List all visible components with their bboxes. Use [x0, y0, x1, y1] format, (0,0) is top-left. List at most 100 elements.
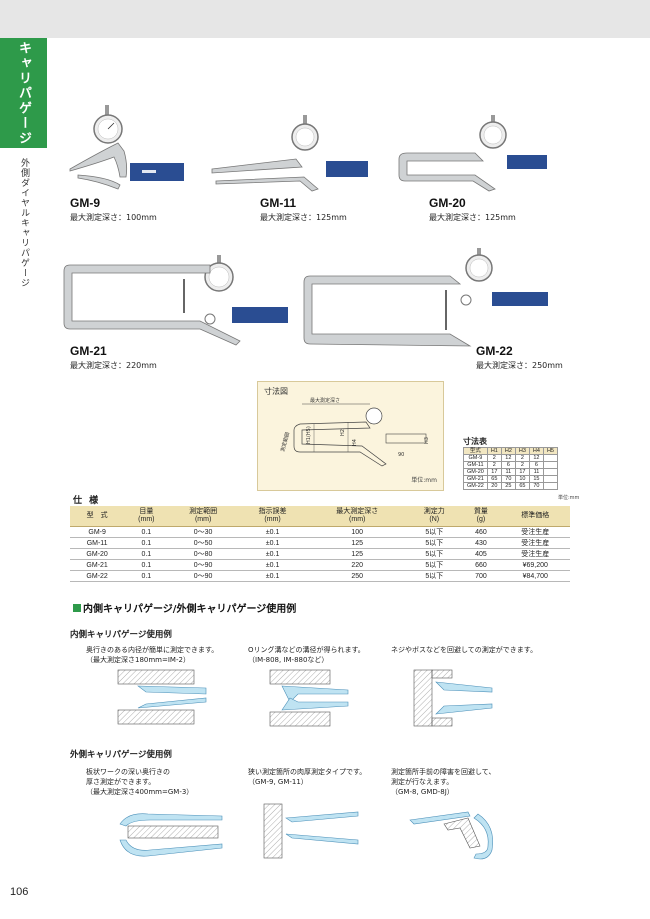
size-col-header: 型式 — [463, 447, 488, 455]
table-cell: ±0.1 — [237, 526, 308, 538]
product-model: GM-9 — [70, 196, 100, 210]
table-cell: 65 — [514, 482, 530, 490]
dimension-figure: 寸法図 最大測定深さ H1(H5) H2 H4 H3 90 測定範囲 単位:mm — [257, 381, 444, 491]
table-cell: 11 — [528, 468, 544, 476]
product-depth: 最大測定深さ：250mm — [476, 361, 563, 370]
dimension-figure-title: 寸法図 — [264, 387, 288, 396]
header-line2: (mm) — [349, 516, 366, 523]
table-cell: ±0.1 — [237, 559, 308, 571]
product-model: GM-11 — [260, 196, 297, 210]
spec-col-error: 指示誤差(mm) — [237, 506, 308, 527]
spec-col-mass: 質量(g) — [461, 506, 501, 527]
dimension-drawing: 最大測定深さ H1(H5) H2 H4 H3 90 測定範囲 — [279, 397, 430, 467]
product-model: GM-22 — [476, 344, 513, 358]
table-cell: 0〜90 — [168, 570, 238, 582]
inner-usage-illustration-2 — [269, 669, 349, 727]
table-cell: GM-20 — [463, 468, 488, 476]
outer-usage-illustration-3 — [409, 811, 493, 860]
table-cell: GM-11 — [463, 461, 488, 469]
table-cell: 460 — [461, 526, 501, 538]
spec-col-force: 測定力(N) — [407, 506, 462, 527]
table-cell: GM-9 — [70, 526, 125, 538]
product-model: GM-20 — [429, 196, 466, 210]
table-cell: 6 — [500, 461, 516, 469]
table-cell: GM-22 — [70, 570, 125, 582]
inner-usage-illustration-3 — [413, 669, 493, 727]
table-cell — [542, 461, 558, 469]
inner-usage-heading: 内側キャリパゲージ使用例 — [70, 630, 172, 640]
top-band — [0, 0, 650, 38]
spec-table: 型 式 目量(mm) 測定範囲(mm) 指示誤差(mm) 最大測定深さ(mm) … — [70, 506, 570, 582]
header-line1: 指示誤差 — [258, 508, 287, 515]
outer-usage-caption-2: 狭い測定箇所の肉厚測定タイプです。 （GM-9, GM-11） — [248, 768, 367, 786]
category-tab[interactable]: キャリパゲージ — [0, 38, 47, 148]
product-gm21: GM-21 最大測定深さ：220mm — [70, 344, 157, 371]
header-line1: 測定範囲 — [189, 508, 218, 515]
table-cell: GM-20 — [70, 548, 125, 560]
table-cell: 0〜80 — [168, 548, 238, 560]
table-cell — [542, 482, 558, 490]
table-cell: 0.1 — [124, 548, 169, 560]
table-cell — [542, 454, 558, 462]
table-cell: 2 — [486, 461, 502, 469]
table-cell: GM-11 — [70, 537, 125, 549]
size-table-unit: 単位:mm — [558, 495, 580, 501]
table-cell: 70 — [528, 482, 544, 490]
label-h2: H2 — [340, 429, 346, 436]
table-cell: 6 — [528, 461, 544, 469]
product-depth: 最大測定深さ：100mm — [70, 213, 157, 222]
table-cell: 受注生産 — [500, 526, 570, 538]
inner-usage-caption-2: Oリング溝などの溝径が得られます。 （IM-808, IM-880など） — [248, 646, 365, 664]
size-col-header: H3 — [514, 447, 530, 455]
table-cell: 17 — [514, 468, 530, 476]
spec-title: 仕 様 — [73, 496, 101, 506]
spec-col-range: 測定範囲(mm) — [168, 506, 238, 527]
table-cell: 0〜90 — [168, 559, 238, 571]
label-90: 90 — [398, 452, 404, 458]
spec-col-graduation: 目量(mm) — [124, 506, 169, 527]
size-table-title: 寸法表 — [463, 437, 487, 446]
inner-usage-caption-1: 奥行きのある内径が簡単に測定できます。 （最大測定深さ180mm=IM-2） — [86, 646, 219, 664]
table-cell: 5以下 — [407, 559, 462, 571]
gm20-gauge-image — [398, 115, 547, 192]
table-cell: 15 — [528, 475, 544, 483]
outer-usage-heading: 外側キャリパゲージ使用例 — [70, 750, 172, 760]
table-cell: 405 — [461, 548, 501, 560]
green-square-icon — [73, 604, 81, 612]
label-h1: H1(H5) — [306, 426, 312, 444]
table-cell: 12 — [500, 454, 516, 462]
header-line1: 標準価格 — [521, 512, 550, 519]
size-col-header: H1 — [486, 447, 502, 455]
usage-heading-text: 内側キャリパゲージ/外側キャリパゲージ使用例 — [83, 604, 297, 615]
usage-heading: 内側キャリパゲージ/外側キャリパゲージ使用例 — [73, 600, 296, 615]
table-cell: GM-21 — [70, 559, 125, 571]
outer-usage-illustration-2 — [263, 803, 359, 859]
table-cell: 0.1 — [124, 570, 169, 582]
page-number: 106 — [10, 886, 29, 898]
header-line1: 目量 — [139, 508, 154, 515]
table-cell: 5以下 — [407, 537, 462, 549]
inner-usage-illustration-1 — [117, 669, 207, 725]
table-cell — [542, 475, 558, 483]
table-cell: ±0.1 — [237, 548, 308, 560]
table-cell: 70 — [500, 475, 516, 483]
label-range: 測定範囲 — [279, 431, 291, 452]
gm9-gauge-image — [69, 105, 184, 190]
table-cell: 5以下 — [407, 548, 462, 560]
table-cell: 660 — [461, 559, 501, 571]
gm22-gauge-image — [303, 248, 548, 347]
product-gm11: GM-11 最大測定深さ：125mm — [260, 196, 347, 223]
table-cell: 65 — [486, 475, 502, 483]
header-line1: 型 式 — [86, 512, 108, 519]
label-h3: H3 — [424, 437, 430, 444]
label-depth: 最大測定深さ — [310, 397, 340, 404]
header-line2: (mm) — [194, 516, 212, 523]
table-cell: 0.1 — [124, 559, 169, 571]
table-cell: 2 — [514, 461, 530, 469]
